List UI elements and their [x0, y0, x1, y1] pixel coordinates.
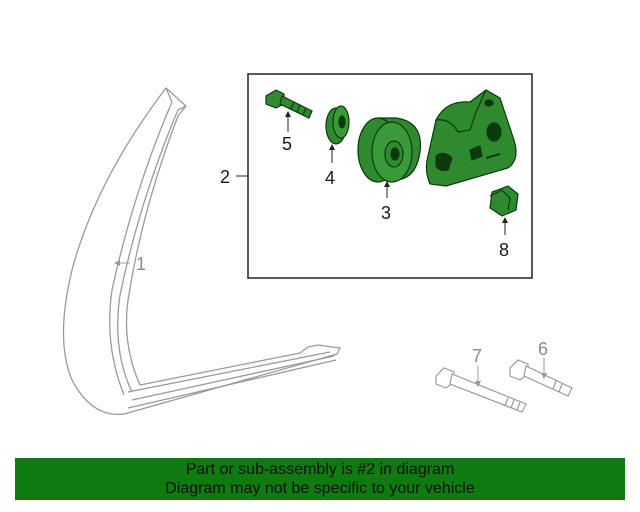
tensioner-spacer[interactable] — [325, 105, 350, 145]
callout-label-7: 7 — [472, 346, 482, 366]
callout-label-8: 8 — [499, 240, 509, 260]
callout-8: 8 — [499, 217, 509, 260]
mounting-bolt-long[interactable] — [435, 367, 527, 413]
callout-6: 6 — [538, 339, 548, 379]
info-banner: Part or sub-assembly is #2 in diagram Di… — [15, 458, 625, 500]
callout-label-3: 3 — [381, 203, 391, 223]
tensioner-bolt[interactable] — [265, 89, 313, 119]
callout-5: 5 — [282, 111, 292, 154]
mounting-bolt-short[interactable] — [509, 359, 573, 397]
tensioner-body[interactable] — [425, 89, 517, 187]
callout-label-6: 6 — [538, 339, 548, 359]
callout-2: 2 — [220, 167, 248, 187]
callout-3: 3 — [381, 181, 391, 223]
callout-7: 7 — [472, 346, 482, 387]
callout-1: 1 — [114, 254, 146, 274]
callout-label-4: 4 — [325, 168, 335, 188]
serpentine-belt[interactable] — [62, 87, 341, 416]
callout-label-1: 1 — [136, 254, 146, 274]
callout-label-2: 2 — [220, 167, 230, 187]
banner-line-2: Diagram may not be specific to your vehi… — [165, 480, 475, 497]
banner-line-1: Part or sub-assembly is #2 in diagram — [185, 461, 455, 478]
callout-label-5: 5 — [282, 134, 292, 154]
idler-pulley[interactable] — [357, 117, 422, 183]
pulley-cap[interactable] — [489, 185, 519, 217]
callout-4: 4 — [325, 144, 335, 188]
